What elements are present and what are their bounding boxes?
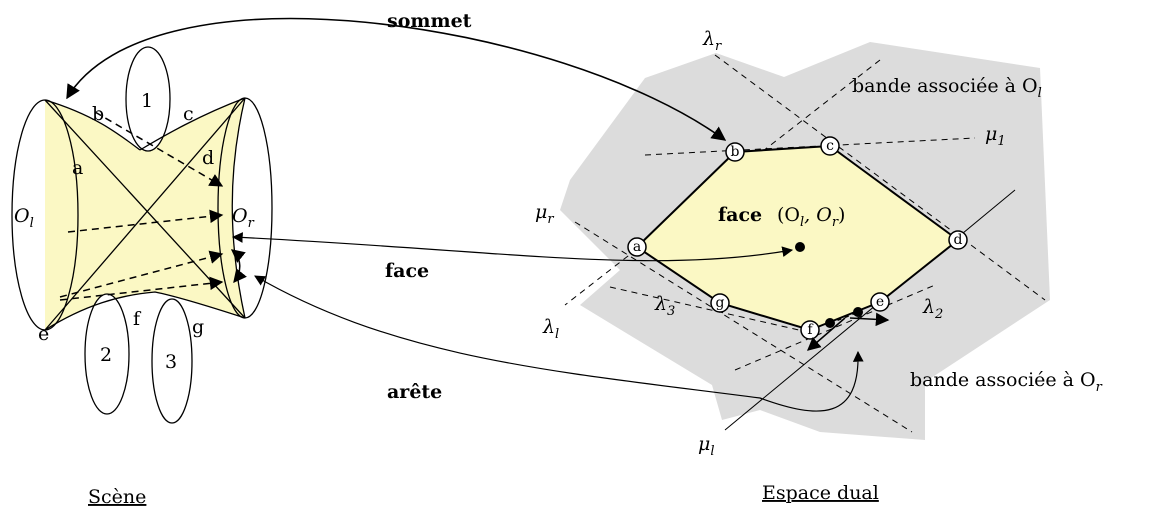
arrow-vertex [66, 17, 727, 141]
svg-text:a: a [633, 239, 641, 255]
label-arrow-face: face [385, 260, 429, 282]
segment-f: f [133, 308, 142, 330]
band-label-right: bande associée à Or [910, 369, 1103, 395]
vertex-a: a [627, 237, 647, 257]
caption-dual: Espace dual [762, 482, 879, 504]
vertex-f: f [800, 320, 820, 340]
face-bold-label: face [718, 204, 762, 226]
label-occluder-2: 2 [100, 344, 112, 366]
face-point [795, 242, 805, 252]
segment-a: a [72, 157, 83, 179]
occluder-3 [151, 298, 193, 424]
line-mu-l [724, 189, 1016, 431]
segment-b: b [92, 103, 104, 125]
svg-text:d: d [954, 232, 963, 248]
label-lambda-2: λ2 [922, 296, 943, 322]
vertex-e: e [870, 292, 890, 312]
label-object-left: Ol [14, 205, 34, 231]
label-lambda-l: λl [542, 316, 559, 342]
label-occluder-3: 3 [165, 351, 177, 373]
label-mu-l: μl [698, 433, 715, 459]
label-lambda-r: λr [702, 28, 722, 54]
segment-g: g [192, 316, 204, 338]
svg-text:e: e [876, 294, 884, 310]
vertex-c: c [820, 136, 840, 156]
arrow-face [231, 232, 794, 262]
svg-text:c: c [826, 138, 834, 154]
label-mu-r: μr [535, 201, 554, 227]
svg-text:b: b [731, 144, 740, 160]
occluder-2 [84, 293, 130, 415]
label-arrow-edge: arête [387, 381, 442, 403]
arrow-edge [254, 275, 864, 412]
label-occluder-1: 1 [141, 90, 153, 112]
vertex-g: g [710, 293, 730, 313]
label-arrow-vertex: sommet [387, 10, 472, 32]
line-lambda-r [714, 54, 1046, 301]
edge-point-2 [853, 307, 863, 317]
band-label-left: bande associée à Ol [852, 75, 1042, 101]
segment-c: c [183, 103, 194, 125]
vertex-d: d [948, 230, 968, 250]
vertex-b: b [725, 142, 745, 162]
segment-d: d [202, 147, 214, 169]
caption-scene: Scène [88, 486, 146, 508]
segment-e: e [38, 323, 49, 345]
svg-text:g: g [716, 295, 725, 311]
face-math-label: (Ol, Or) [777, 204, 845, 230]
label-object-right: Or [232, 205, 255, 231]
label-mu-1: μ1 [985, 123, 1006, 149]
edge-point-1 [825, 318, 835, 328]
